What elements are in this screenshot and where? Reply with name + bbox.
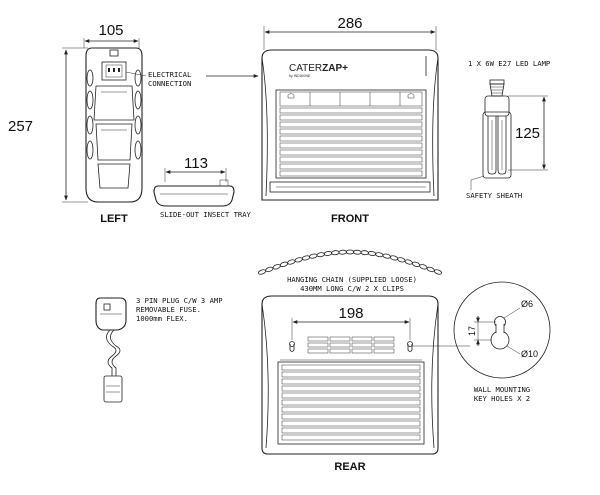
electrical-label-line2: CONNECTION	[148, 79, 191, 88]
brand-subtitle: by INDUKINE	[289, 74, 311, 78]
front-view-label: FRONT	[331, 213, 369, 225]
electrical-socket	[101, 61, 127, 81]
lamp-neck	[484, 95, 510, 117]
front-housing	[261, 49, 439, 201]
keyhole-spacing-dimension: 198	[338, 305, 363, 322]
tray-body	[153, 185, 235, 207]
front-tray	[269, 181, 431, 193]
iec-connector	[103, 375, 123, 403]
hole-small-dimension: Ø6	[521, 299, 533, 309]
left-height-dimension: 257	[8, 118, 33, 135]
safety-sheath	[482, 111, 512, 179]
insect-tray: 113 SLIDE-OUT INSECT TRAY	[153, 155, 252, 219]
rear-housing	[261, 295, 439, 455]
lamp-height-dimension: 125	[515, 125, 540, 142]
rear-view: 198 REAR	[261, 295, 439, 473]
rear-grill-slats	[281, 364, 421, 441]
wall-mount-label-line1: WALL MOUNTING	[474, 385, 530, 394]
tray-width-dimension: 113	[184, 155, 208, 172]
left-view-label: LEFT	[100, 213, 128, 225]
chain-label-line1: HANGING CHAIN (SUPPLIED LOOSE)	[287, 275, 417, 284]
hanging-chain: HANGING CHAIN (SUPPLIED LOOSE) 430MM LON…	[257, 249, 443, 293]
front-grill	[275, 89, 427, 179]
plug-label-line1: 3 PIN PLUG C/W 3 AMP	[136, 296, 223, 305]
left-housing	[85, 47, 143, 203]
front-view: 286 CATERZAP+ by INDUKINE FRONT	[261, 15, 439, 225]
hole-large-dimension: Ø10	[521, 349, 538, 359]
led-lamp: 1 X 6W E27 LED LAMP 125 SAFETY SHEATH	[466, 59, 550, 200]
rear-keyholes	[289, 341, 413, 352]
left-width-dimension: 105	[98, 22, 123, 39]
front-grill-slats	[279, 91, 423, 177]
keyhole-detail-circle	[453, 281, 551, 379]
plug-label-line2: REMOVABLE FUSE.	[136, 305, 201, 314]
chain-label-line2: 430MM LONG C/W 2 X CLIPS	[300, 284, 404, 293]
front-width-dimension: 286	[337, 15, 362, 32]
wall-mount-label-line2: KEY HOLES X 2	[474, 394, 530, 403]
sheath-label: SAFETY SHEATH	[466, 191, 522, 200]
rear-upper-grill	[307, 336, 395, 354]
brand-logo: CATERZAP+	[289, 63, 348, 74]
rear-view-label: REAR	[334, 461, 365, 473]
electrical-connection-callout: ELECTRICAL CONNECTION	[125, 70, 259, 88]
tray-label: SLIDE-OUT INSECT TRAY	[160, 210, 252, 219]
plug-label-line3: 1000mm FLEX.	[136, 314, 188, 323]
lamp-label: 1 X 6W E27 LED LAMP	[468, 59, 550, 68]
electrical-label-line1: ELECTRICAL	[148, 70, 191, 79]
left-side-view: 105 257 LEFT	[8, 22, 143, 225]
plug-and-flex: 3 PIN PLUG C/W 3 AMP REMOVABLE FUSE. 100…	[95, 296, 223, 403]
keyhole-detail: 17 Ø6 Ø10 WALL MOUNTING KEY HOLES X 2	[453, 281, 551, 403]
keyhole-offset-dimension: 17	[467, 326, 477, 336]
